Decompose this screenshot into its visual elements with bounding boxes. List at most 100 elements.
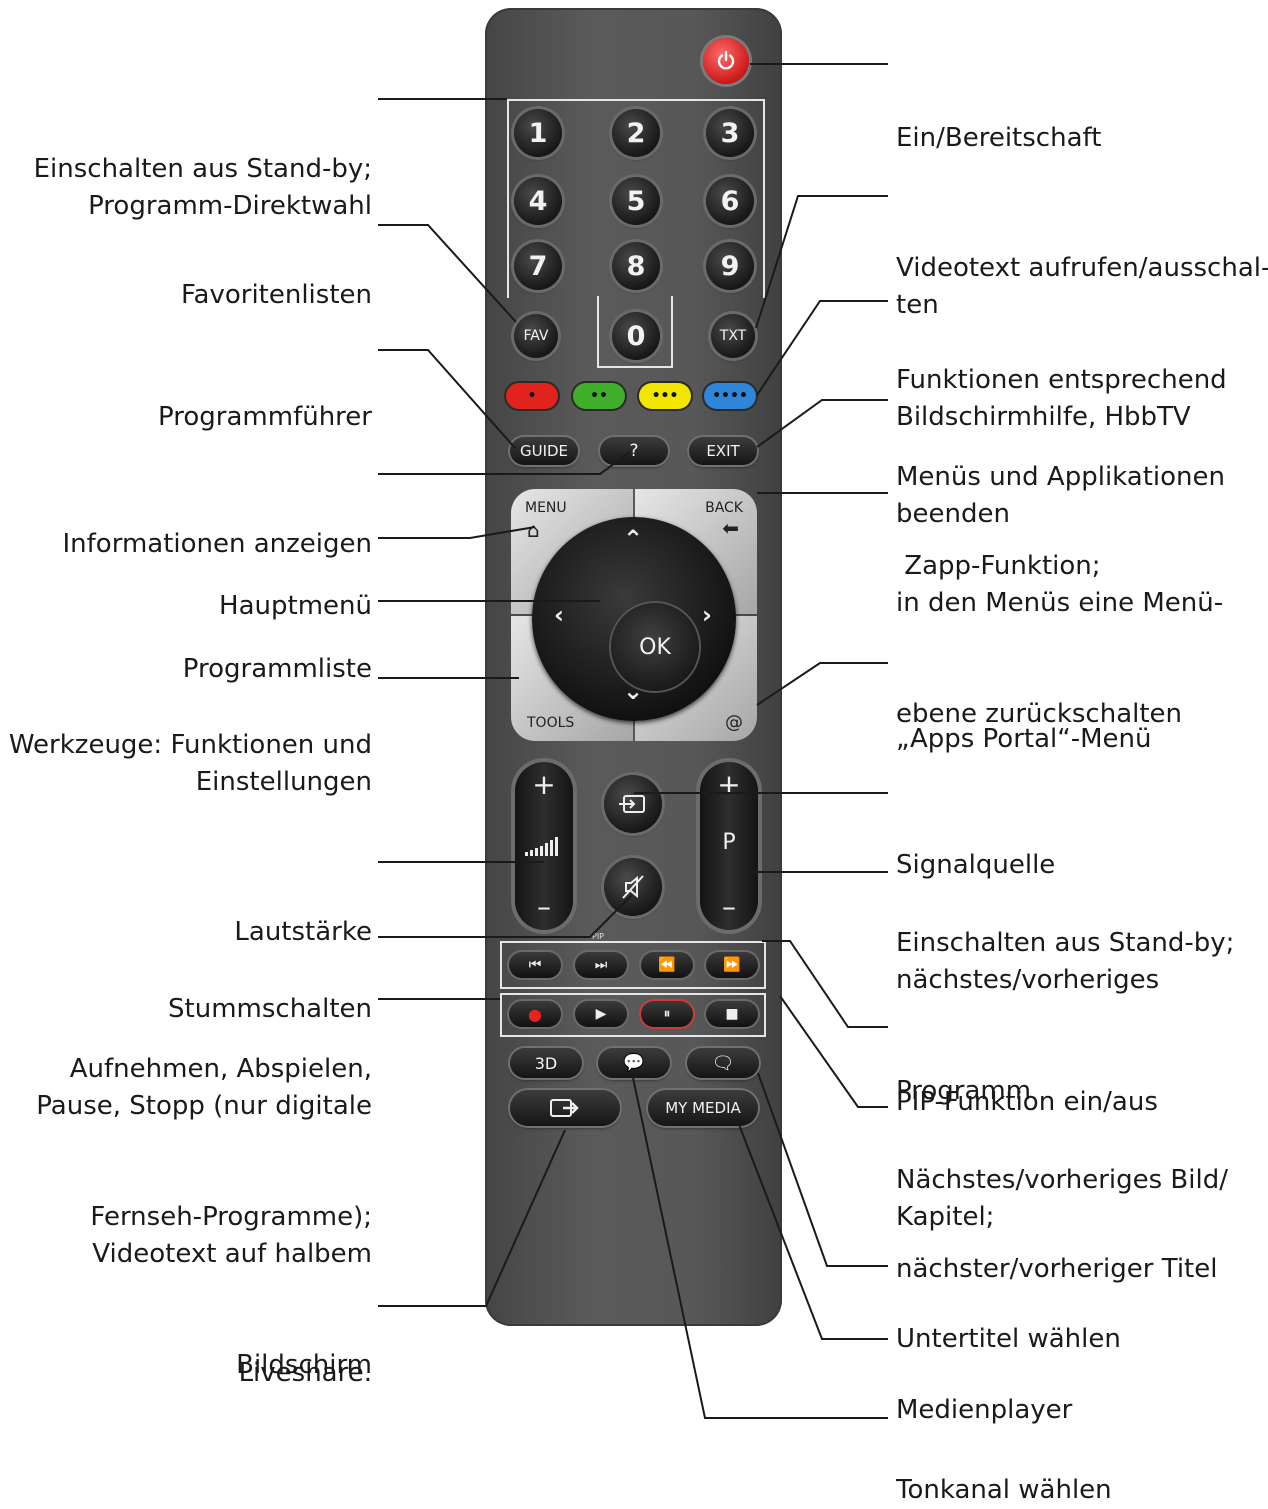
right-arrow-icon[interactable]: › [702,601,712,629]
label-main-menu: Hauptmenü [219,591,372,621]
left-arrow-icon[interactable]: ‹ [554,601,564,629]
fav-button[interactable]: FAV [514,314,558,358]
label-pip: PIP-Funktion ein/aus [896,1087,1158,1117]
label-liveshare: Liveshare. [238,1358,372,1388]
line-favorites [378,224,517,323]
back-arrow-icon: ⬅ [722,516,739,540]
digit-4-button[interactable]: 4 [514,177,562,225]
label-teletext: Videotext aufrufen/ausschal-ten [896,253,1268,320]
label-record-play: Aufnehmen, Abspielen,Pause, Stopp (nur d… [36,1054,372,1380]
apps-at-icon: @ [725,712,743,733]
line-apps [756,662,888,706]
line-media [737,1121,888,1340]
exit-button[interactable]: EXIT [689,437,757,465]
volume-plus-label: + [532,768,556,801]
label-mute: Stummschalten [168,994,372,1024]
digit-6-button[interactable]: 6 [706,177,754,225]
line-exit [756,399,888,448]
liveshare-button[interactable] [510,1090,620,1126]
up-arrow-icon[interactable]: ⌃ [623,525,644,553]
digit-3-button[interactable]: 3 [706,109,754,157]
volume-rocker[interactable]: + – [515,762,573,930]
pause-icon: ⏸ [663,1006,671,1022]
line-liveshare [378,1129,566,1307]
digit-8-button[interactable]: 8 [612,242,660,290]
direction-ring[interactable]: ⌃ ⌄ ‹ › OK [532,517,736,721]
program-rocker[interactable]: + P – [700,762,758,930]
txt-button[interactable]: TXT [711,314,755,358]
pip-small-label: PIP [592,932,605,941]
yellow-key[interactable]: ••• [639,383,691,409]
line-teletext [755,195,888,329]
record-button[interactable]: ● [509,1001,561,1027]
leader-lines [378,63,888,1419]
line-color-keys [756,300,888,396]
digit-2-button[interactable]: 2 [612,109,660,157]
digit-5-button[interactable]: 5 [612,177,660,225]
skip-forward-icon: ⏭ [594,957,608,973]
3d-button[interactable]: 3D [510,1048,582,1078]
line-mute [378,894,633,938]
digit-0-button[interactable]: 0 [612,312,660,360]
home-icon: ⌂ [527,518,540,542]
source-input-icon [619,795,645,813]
back-label: BACK [705,500,743,516]
my-media-button[interactable]: MY MEDIA [648,1090,758,1126]
program-p-label: P [722,830,736,855]
source-button[interactable] [604,775,662,833]
remote-diagram: 1 2 3 4 5 6 7 8 9 0 FAV TXT • •• ••• •••… [8,8,1268,1505]
blue-key[interactable]: •••• [704,383,756,409]
navigation-pad: MENU ⌂ BACK ⬅ TOOLS @ ⌃ ⌄ ‹ › OK [511,489,757,741]
speech-bubble-icon: 💬 [623,1053,645,1073]
label-title: nächster/vorheriger Titel [896,1254,1218,1284]
pause-button[interactable]: ⏸ [641,1001,693,1027]
label-chapter: Nächstes/vorheriges Bild/Kapitel; [896,1165,1228,1232]
red-key[interactable]: • [506,383,558,409]
label-standby-direct: Einschalten aus Stand-by;Programm-Direkt… [33,154,372,221]
guide-button[interactable]: GUIDE [510,437,578,465]
rewind-button[interactable]: ⏪ [641,952,693,978]
skip-forward-button[interactable]: ⏭ [575,952,627,978]
skip-back-button[interactable]: ⏮ [509,952,561,978]
digit-7-button[interactable]: 7 [514,242,562,290]
line-subtitle [757,1072,888,1267]
label-back: Zapp-Funktion;in den Menüs eine Menü- eb… [896,551,1224,729]
label-subtitle: Untertitel wählen [896,1324,1121,1354]
power-button[interactable] [703,38,749,84]
line-guide [378,349,516,449]
audio-button[interactable]: 💬 [598,1048,670,1078]
fast-forward-button[interactable]: ⏩ [706,952,758,978]
digit-1-button[interactable]: 1 [514,109,562,157]
label-info: Informationen anzeigen [62,529,373,559]
ok-button[interactable]: OK [611,603,699,691]
mute-icon [622,875,644,899]
rewind-icon: ⏪ [658,957,676,973]
tools-label: TOOLS [527,715,575,731]
label-power: Ein/Bereitschaft [896,123,1102,153]
label-favorites: Favoritenlisten [180,280,372,310]
label-program-updown: Einschalten aus Stand-by;nächstes/vorher… [896,928,1235,1106]
green-key[interactable]: •• [573,383,625,409]
label-source: Signalquelle [896,850,1056,880]
line-audio [631,1072,888,1419]
digit-zero-frame [597,296,673,368]
digit-group-frame [507,99,765,298]
fast-forward-icon: ⏩ [723,957,741,973]
stop-icon: ■ [725,1006,739,1022]
record-icon: ● [528,1004,542,1024]
stop-button[interactable]: ■ [706,1001,758,1027]
volume-bars-icon [525,837,558,856]
menu-label: MENU [525,500,567,516]
power-icon [717,50,735,70]
play-button[interactable]: ▶ [575,1001,627,1027]
digit-9-button[interactable]: 9 [706,242,754,290]
subtitle-button[interactable]: 🗨 [687,1048,759,1078]
skip-group-frame [500,941,766,989]
info-button[interactable]: ? [600,437,668,465]
liveshare-icon [550,1099,579,1117]
skip-back-icon: ⏮ [528,957,542,973]
mute-button[interactable] [604,858,662,916]
label-media: Medienplayer [896,1395,1073,1425]
